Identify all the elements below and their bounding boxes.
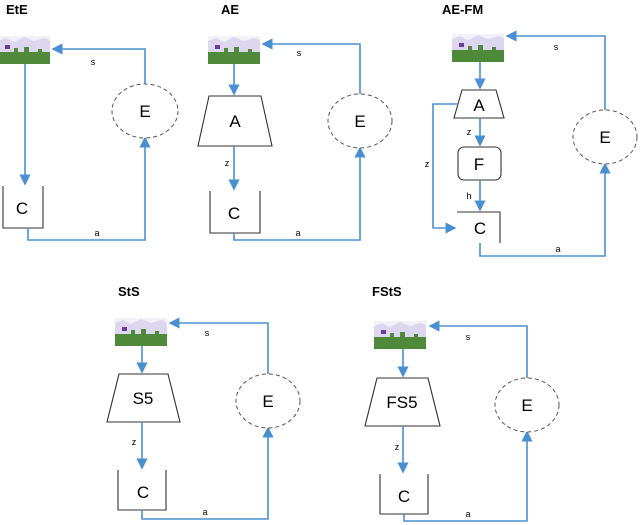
encoder-node [197,95,273,147]
edge-state [428,320,528,378]
panel-title: AE-FM [442,2,483,17]
encoder-label: A [229,112,241,131]
game-frame-image [115,318,167,346]
environment-node [494,377,560,433]
forward-model-label: F [474,155,484,174]
classifier-box [209,191,261,234]
edge-state [168,317,269,374]
encoder-label: A [473,96,485,115]
encoder-label: FS5 [386,393,417,412]
classifier-box [457,211,501,243]
edge-action [27,136,151,241]
classifier-label: C [137,483,149,502]
state-label: s [466,332,471,342]
panel-ae: AE A z C a E s [197,2,393,241]
environment-node [572,109,638,165]
panel-aefm: AE-FM A z F h z C a E s [425,2,638,257]
latent-label: z [225,158,230,168]
environment-label: E [599,128,610,147]
classifier-label: C [16,199,28,218]
action-label: a [555,244,560,254]
game-frame-image [452,34,504,62]
game-frame-image [374,321,426,349]
environment-label: E [521,396,532,415]
panel-title: StS [118,284,140,299]
game-frame-image [208,36,260,64]
encoder-node [106,373,181,423]
panel-fsts: FStS FS5 z C a E s [364,284,560,522]
action-label: a [295,228,300,238]
edge-state [51,43,146,84]
environment-label: E [139,102,150,121]
latent-label: z [395,442,400,452]
panel-title: EtE [6,2,28,17]
edge-latent-skip [432,103,458,234]
panel-ete: EtE C a E s [0,2,179,241]
encoder-node [453,89,505,119]
action-label: a [202,507,207,517]
edge-action [233,146,366,241]
encoder-label: S5 [133,389,154,408]
edge-state [505,30,606,110]
edge-state [261,38,361,94]
environment-label: E [354,112,365,131]
hidden-label: h [466,191,471,201]
classifier-label: C [228,204,240,223]
classifier-box [2,186,44,229]
state-label: s [297,48,302,58]
action-label: a [94,228,99,238]
environment-node [327,93,393,149]
environment-label: E [262,392,273,411]
classifier-label: C [474,219,486,238]
game-frame-image [0,36,50,64]
state-label: s [91,57,96,67]
panel-title: AE [221,2,239,17]
encoder-node [364,377,441,427]
classifier-label: C [398,487,410,506]
action-label: a [465,509,470,519]
latent-label: z [467,127,472,137]
latent-label-skip: z [425,159,430,169]
state-label: s [205,328,210,338]
latent-label: z [132,437,137,447]
panel-sts: StS S5 z C a E s [106,284,301,520]
edge-action [141,426,274,520]
panel-title: FStS [372,284,402,299]
state-label: s [554,42,559,52]
edge-action [479,162,611,257]
environment-node [235,373,301,429]
edge-action [403,430,533,522]
